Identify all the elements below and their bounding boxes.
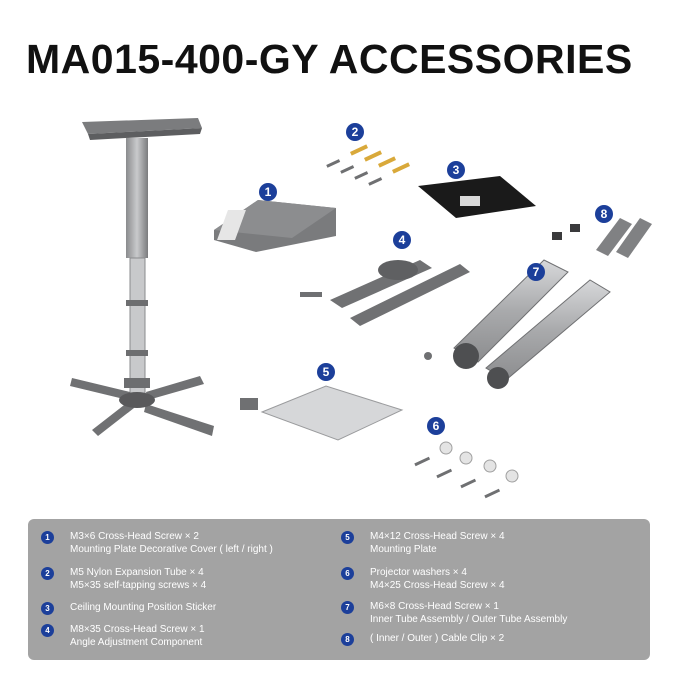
legend-item-5: 5 M4×12 Cross-Head Screw × 4 Mounting Pl… [341, 530, 650, 556]
badge-3-label: 3 [453, 163, 460, 177]
accessories-illustration: 1 2 3 4 5 6 [70, 118, 652, 499]
part-5-mounting-plate: 5 [240, 363, 404, 441]
legend-line: M5 Nylon Expansion Tube × 4 [70, 567, 204, 578]
badge-3 [447, 161, 465, 179]
part-4-angle-adjustment: 4 [300, 231, 470, 326]
part-1-mounting-plate-cover: 1 [214, 183, 336, 252]
legend-line: Mounting Plate Decorative Cover ( left /… [70, 544, 273, 555]
accessories-legend: 1 M3×6 Cross-Head Screw × 2 Mounting Pla… [28, 519, 650, 660]
legend-line: Inner Tube Assembly / Outer Tube Assembl… [370, 614, 568, 625]
badge-6 [427, 417, 445, 435]
assembled-mount [70, 118, 214, 436]
badge-7-label: 7 [533, 265, 540, 279]
badge-4 [393, 231, 411, 249]
legend-item-2: 2 M5 Nylon Expansion Tube × 4 M5×35 self… [41, 566, 350, 592]
legend-item-6: 6 Projector washers × 4 M4×25 Cross-Head… [341, 566, 650, 592]
legend-line: Mounting Plate [370, 544, 437, 555]
badge-7 [527, 263, 545, 281]
badge-2-label: 2 [352, 125, 359, 139]
badge-8-label: 8 [601, 207, 608, 221]
legend-line: Ceiling Mounting Position Sticker [70, 602, 217, 613]
part-2-screws-tubes: 2 [326, 123, 411, 186]
badge-6-label: 6 [433, 419, 440, 433]
legend-number-badge: 6 [341, 567, 354, 580]
part-8-cable-clips: 8 [552, 205, 652, 258]
badge-4-label: 4 [399, 233, 406, 247]
legend-number-badge: 5 [341, 531, 354, 544]
legend-line: Angle Adjustment Component [70, 637, 203, 648]
legend-line: M3×6 Cross-Head Screw × 2 [70, 531, 199, 542]
legend-line: M5×35 self-tapping screws × 4 [70, 580, 207, 591]
part-6-washers-screws: 6 [414, 417, 519, 499]
legend-number-badge: 4 [41, 624, 54, 637]
badge-5-label: 5 [323, 365, 330, 379]
legend-line: M4×25 Cross-Head Screw × 4 [370, 580, 505, 591]
badge-1 [259, 183, 277, 201]
legend-number-badge: 3 [41, 602, 54, 615]
badge-2 [346, 123, 364, 141]
part-7-tube-assembly: 7 [424, 259, 611, 389]
badge-1-label: 1 [265, 185, 272, 199]
legend-line: Projector washers × 4 [370, 567, 467, 578]
legend-number-badge: 1 [41, 531, 54, 544]
page-title: MA015-400-GY ACCESSORIES [26, 36, 633, 82]
legend-item-4: 4 M8×35 Cross-Head Screw × 1 Angle Adjus… [41, 623, 350, 649]
part-3-position-sticker: 3 [418, 161, 536, 218]
legend-line: ( Inner / Outer ) Cable Clip × 2 [370, 633, 505, 644]
legend-item-8: 8 ( Inner / Outer ) Cable Clip × 2 [341, 632, 650, 646]
legend-item-1: 1 M3×6 Cross-Head Screw × 2 Mounting Pla… [41, 530, 350, 556]
legend-line: M6×8 Cross-Head Screw × 1 [370, 601, 499, 612]
legend-line: M4×12 Cross-Head Screw × 4 [370, 531, 505, 542]
legend-line: M8×35 Cross-Head Screw × 1 [70, 624, 205, 635]
legend-item-3: 3 Ceiling Mounting Position Sticker [41, 601, 350, 615]
legend-number-badge: 8 [341, 633, 354, 646]
legend-item-7: 7 M6×8 Cross-Head Screw × 1 Inner Tube A… [341, 600, 650, 626]
badge-8 [595, 205, 613, 223]
badge-5 [317, 363, 335, 381]
legend-number-badge: 7 [341, 601, 354, 614]
legend-number-badge: 2 [41, 567, 54, 580]
